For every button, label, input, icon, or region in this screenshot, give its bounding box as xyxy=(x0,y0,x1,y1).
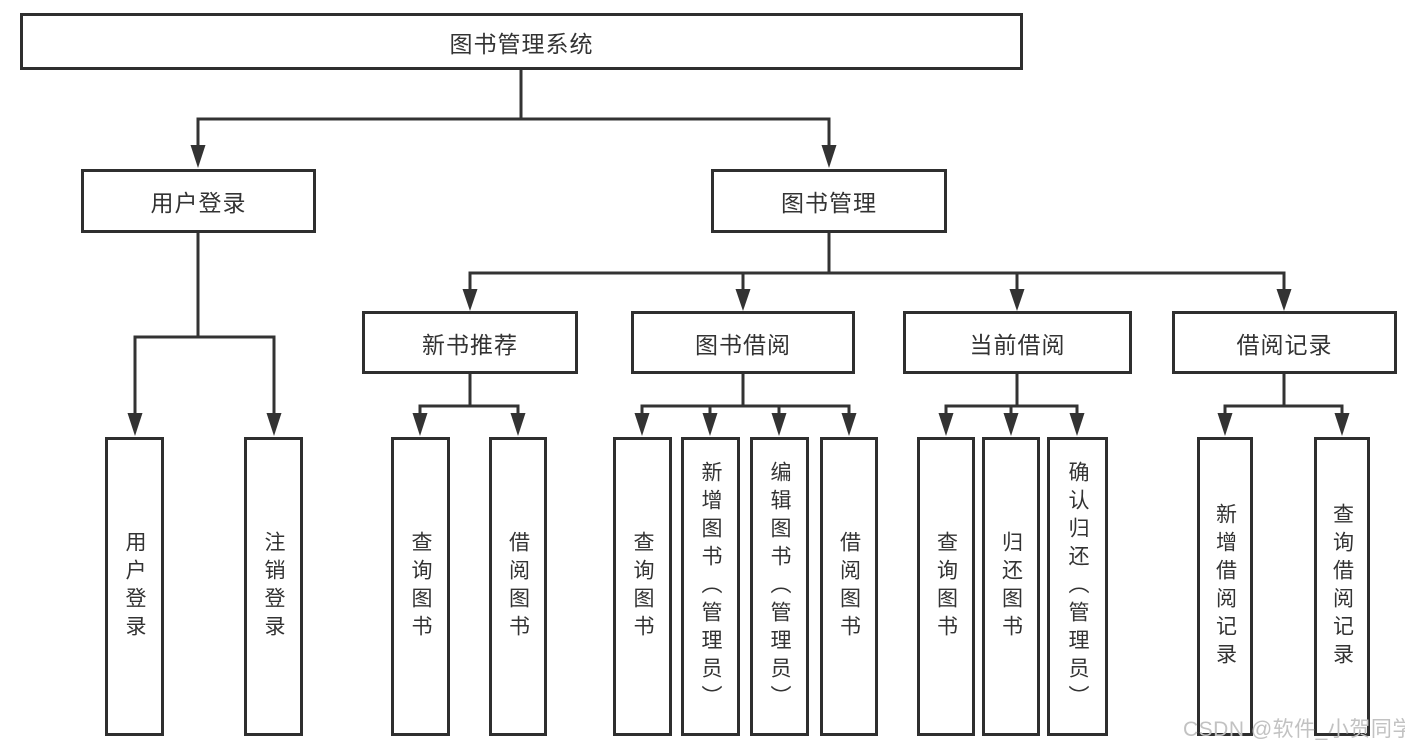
node-new-book-recommend-label: 新书推荐 xyxy=(422,331,518,358)
leaf-logout-login-label: 注销登录 xyxy=(262,530,286,643)
leaf-edit-book-admin: 编辑图书（管理员） xyxy=(750,437,809,736)
leaf-add-borrow-record: 新增借阅记录 xyxy=(1197,437,1253,736)
node-root: 图书管理系统 xyxy=(20,13,1023,70)
node-borrow-record: 借阅记录 xyxy=(1172,311,1397,374)
watermark: CSDN @软件_小贺同学 xyxy=(1183,718,1405,741)
leaf-confirm-return-admin-label: 确认归还（管理员） xyxy=(1066,460,1090,713)
node-current-borrow: 当前借阅 xyxy=(903,311,1132,374)
leaf-edit-book-admin-label: 编辑图书（管理员） xyxy=(768,460,792,713)
node-book-management-label: 图书管理 xyxy=(781,190,877,216)
leaf-add-book-admin-label: 新增图书（管理员） xyxy=(699,460,723,713)
node-book-borrow-label: 图书借阅 xyxy=(695,331,791,358)
node-current-borrow-label: 当前借阅 xyxy=(969,331,1066,358)
leaf-borrow-book-recommend: 借阅图书 xyxy=(489,437,547,736)
leaf-add-book-admin: 新增图书（管理员） xyxy=(681,437,740,736)
node-new-book-recommend: 新书推荐 xyxy=(362,311,578,374)
leaf-query-borrow-record-label: 查询借阅记录 xyxy=(1330,502,1354,671)
leaf-query-book-recommend: 查询图书 xyxy=(391,437,450,736)
node-root-label: 图书管理系统 xyxy=(449,30,594,57)
node-user-login-label: 用户登录 xyxy=(150,190,247,216)
leaf-query-book-borrow: 查询图书 xyxy=(613,437,672,736)
leaf-return-book-label: 归还图书 xyxy=(999,530,1023,643)
leaf-borrow-book-label: 借阅图书 xyxy=(837,530,861,643)
leaf-query-book-current-label: 查询图书 xyxy=(934,530,958,643)
node-book-borrow: 图书借阅 xyxy=(631,311,855,374)
leaf-return-book: 归还图书 xyxy=(982,437,1040,736)
node-user-login: 用户登录 xyxy=(81,169,316,233)
leaf-borrow-book: 借阅图书 xyxy=(820,437,878,736)
leaf-add-borrow-record-label: 新增借阅记录 xyxy=(1213,502,1237,671)
leaf-query-borrow-record: 查询借阅记录 xyxy=(1314,437,1370,736)
leaf-query-book-borrow-label: 查询图书 xyxy=(631,530,655,643)
leaf-user-login-label: 用户登录 xyxy=(123,530,147,643)
leaf-query-book-recommend-label: 查询图书 xyxy=(409,530,433,643)
node-book-management: 图书管理 xyxy=(711,169,947,233)
leaf-confirm-return-admin: 确认归还（管理员） xyxy=(1047,437,1108,736)
leaf-query-book-current: 查询图书 xyxy=(917,437,975,736)
node-borrow-record-label: 借阅记录 xyxy=(1236,331,1333,358)
leaf-logout-login: 注销登录 xyxy=(244,437,303,736)
leaf-user-login: 用户登录 xyxy=(105,437,164,736)
leaf-borrow-book-recommend-label: 借阅图书 xyxy=(506,530,530,643)
